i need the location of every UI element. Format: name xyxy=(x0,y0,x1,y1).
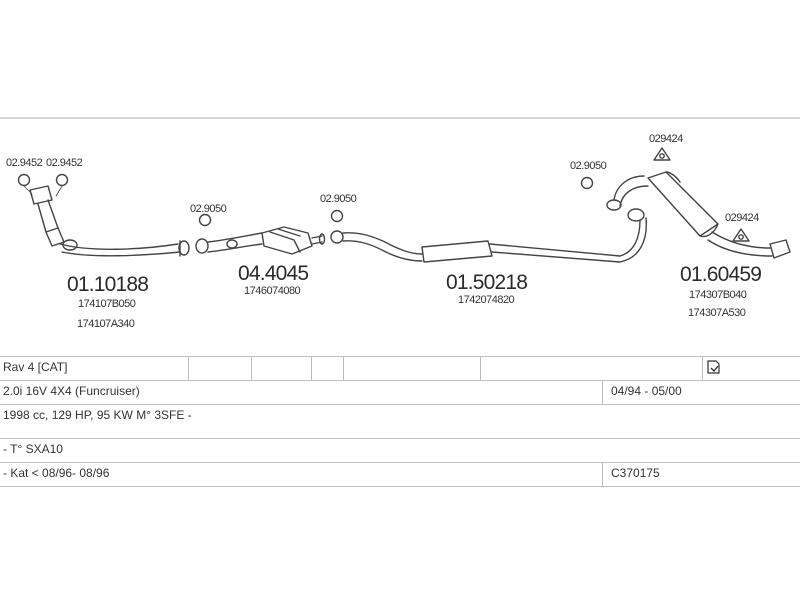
document-note-icon[interactable] xyxy=(706,359,722,375)
part-number-front-pipe[interactable]: 01.10188 xyxy=(67,273,149,296)
catalytic-converter-drawing xyxy=(195,226,326,255)
table-row-variant: 2.0i 16V 4X4 (Funcruiser) 04/94 - 05/00 xyxy=(0,380,800,404)
oe-number: 174307A530 xyxy=(688,307,746,319)
oe-number: 174107A340 xyxy=(77,318,135,330)
oe-number: 174307B040 xyxy=(689,289,747,301)
gasket-icon xyxy=(55,173,69,187)
table-row-model: Rav 4 [CAT] xyxy=(0,356,800,380)
diagram-top-border xyxy=(0,117,800,119)
gasket-icon xyxy=(17,173,31,187)
vehicle-info-table: Rav 4 [CAT] 2.0i 16V 4X4 (Funcruiser) 04… xyxy=(0,356,800,487)
exhaust-system-diagram xyxy=(17,147,791,263)
oe-number: 174107B050 xyxy=(78,298,136,310)
part-number-gasket[interactable]: 02.9050 xyxy=(570,160,607,172)
part-number-gasket[interactable]: 02.9050 xyxy=(190,203,227,215)
gasket-icon xyxy=(198,213,212,227)
part-number-flange-gasket[interactable]: 029424 xyxy=(649,133,683,145)
oe-number: 1742074820 xyxy=(458,294,515,306)
part-number-flange-gasket[interactable]: 029424 xyxy=(725,212,759,224)
engine-cell: 1998 cc, 129 HP, 95 KW M° 3SFE - xyxy=(3,408,192,422)
code-cell: C370175 xyxy=(611,466,660,480)
model-cell: Rav 4 [CAT] xyxy=(3,360,68,374)
part-number-gasket[interactable]: 02.9452 xyxy=(6,157,43,169)
part-number-gasket[interactable]: 02.9050 xyxy=(320,193,357,205)
rear-silencer-drawing xyxy=(606,171,791,259)
flange-gasket-icon xyxy=(653,147,671,161)
gasket-icon xyxy=(330,209,344,223)
centre-silencer-drawing xyxy=(330,208,647,263)
part-number-gasket[interactable]: 02.9452 xyxy=(46,157,83,169)
part-number-catalytic-converter[interactable]: 04.4045 xyxy=(238,262,309,285)
kat-cell: - Kat < 08/96- 08/96 xyxy=(3,466,110,480)
table-row-kat: - Kat < 08/96- 08/96 C370175 xyxy=(0,462,800,487)
variant-cell: 2.0i 16V 4X4 (Funcruiser) xyxy=(3,384,140,398)
part-number-rear-silencer[interactable]: 01.60459 xyxy=(680,263,762,286)
front-pipe-drawing xyxy=(29,185,190,257)
years-cell: 04/94 - 05/00 xyxy=(611,384,682,398)
gasket-icon xyxy=(580,176,594,190)
flange-gasket-icon xyxy=(732,228,750,242)
table-row-type: - T° SXA10 xyxy=(0,438,800,462)
table-row-engine: 1998 cc, 129 HP, 95 KW M° 3SFE - xyxy=(0,404,800,428)
oe-number: 1746074080 xyxy=(244,285,301,297)
part-number-centre-silencer[interactable]: 01.50218 xyxy=(446,271,528,294)
type-cell: - T° SXA10 xyxy=(3,442,63,456)
